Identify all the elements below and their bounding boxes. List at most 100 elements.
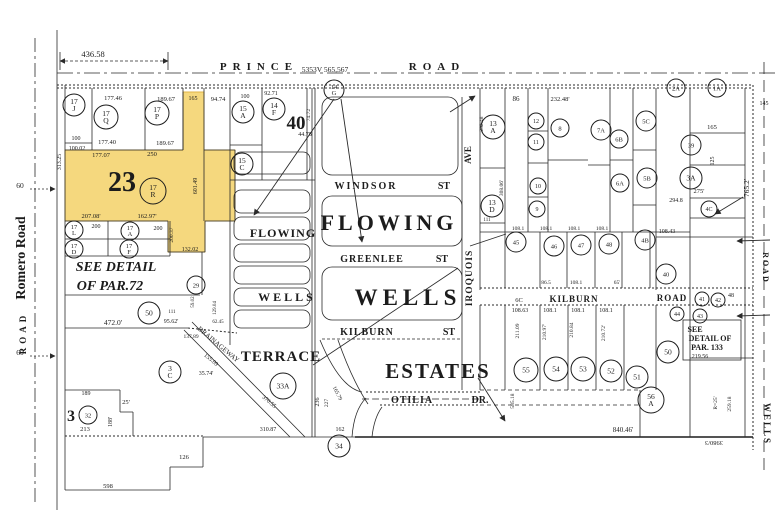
dimension: 111 <box>483 218 491 223</box>
dimension: 86 <box>513 95 521 103</box>
parcel-3-number: 3 <box>67 408 75 425</box>
parcel-circle-45[interactable]: 45 <box>505 231 527 253</box>
dimension: 189.67 <box>157 96 176 103</box>
svg-text:11: 11 <box>533 140 539 146</box>
svg-text:41: 41 <box>699 297 705 303</box>
parcel-circle-47[interactable]: 47 <box>570 234 592 256</box>
svg-text:4B: 4B <box>641 237 649 244</box>
lot-label: 48 <box>728 293 734 299</box>
dimension: 219.56 <box>692 354 709 360</box>
parcel-circle-43[interactable]: 43 <box>692 308 708 324</box>
svg-text:2A: 2A <box>672 85 680 92</box>
plat-reference: 5353V 565,567 <box>302 65 349 74</box>
parcel-circle-33a[interactable]: 33A <box>269 372 297 400</box>
street-greenlee: GREENLEE <box>340 254 404 265</box>
parcel-circle-42[interactable]: 42 <box>710 292 726 308</box>
dimension: 308.06' <box>499 180 505 196</box>
parcel-circle-50[interactable]: 50 <box>656 340 680 364</box>
parcel-circle-11[interactable]: 11 <box>527 133 545 151</box>
svg-text:55: 55 <box>522 366 530 375</box>
dimension: 74.72 <box>306 109 312 122</box>
parcel-circle-4b[interactable]: 4B <box>634 229 656 251</box>
svg-text:7A: 7A <box>597 127 605 134</box>
svg-text:17J: 17J <box>70 97 78 113</box>
dimension: 25' <box>122 399 130 406</box>
subdivision-wells-small: WELLS <box>258 290 316 304</box>
parcel-circle-5c[interactable]: 5C <box>635 110 657 132</box>
parcel-circle-4c[interactable]: 4C <box>700 200 718 218</box>
svg-text:14F: 14F <box>270 101 278 117</box>
parcel-circle-3a[interactable]: 3A <box>679 166 703 190</box>
parcel-circle-40[interactable]: 40 <box>655 263 677 285</box>
svg-text:46: 46 <box>551 243 558 250</box>
parcel-circle-10[interactable]: 10 <box>529 177 547 195</box>
parcel-circle-46[interactable]: 46 <box>543 235 565 257</box>
parcel-circle-44[interactable]: 44 <box>669 306 685 322</box>
parcel-circle-6b[interactable]: 6B <box>609 129 629 149</box>
svg-text:50: 50 <box>145 309 153 318</box>
svg-text:47: 47 <box>578 242 585 249</box>
parcel-circle-7a[interactable]: 7A <box>590 119 612 141</box>
dimension: 60 <box>16 348 24 357</box>
parcel-circle-50[interactable]: 50 <box>137 301 161 325</box>
svg-text:34: 34 <box>335 442 343 451</box>
dimension: 100 <box>72 136 81 142</box>
parcel-circle-32[interactable]: 32 <box>78 405 98 425</box>
dimension: 129.04 <box>213 301 218 315</box>
svg-text:53: 53 <box>579 365 587 374</box>
svg-text:17F: 17F <box>126 243 133 256</box>
parcel-circle-6a[interactable]: 6A <box>610 173 630 193</box>
dimension: 177.46 <box>104 95 123 102</box>
parcel-circle-39[interactable]: 39 <box>680 134 702 156</box>
dimension: 210.97' <box>542 324 548 340</box>
svg-text:13D: 13D <box>488 198 496 214</box>
parcel-circle-12[interactable]: 12 <box>527 112 545 130</box>
dimension: 125 <box>710 157 716 166</box>
parcel-circle-41[interactable]: 41 <box>694 291 710 307</box>
parcel-circle-53[interactable]: 53 <box>570 356 596 382</box>
parcel-circle-48[interactable]: 48 <box>598 233 620 255</box>
parcel-circle-54[interactable]: 54 <box>543 356 569 382</box>
dimension: 765.2' <box>742 178 751 197</box>
parcel-circle-5b[interactable]: 5B <box>636 167 658 189</box>
street-greenlee-st: ST <box>436 254 449 265</box>
parcel-circle-34[interactable]: 34 <box>327 434 351 458</box>
parcel-circle-52[interactable]: 52 <box>599 359 623 383</box>
subdivision-terrace: TERRACE <box>241 349 321 365</box>
parcel-circle-1a[interactable]: 1A <box>707 78 727 98</box>
dimension: 189 <box>82 391 91 397</box>
dimension: 310.87 <box>260 427 277 433</box>
parcel-circle-29[interactable]: 29 <box>186 275 206 295</box>
parcel-circle-2a[interactable]: 2A <box>666 78 686 98</box>
parcel-circle-51[interactable]: 51 <box>625 365 649 389</box>
svg-text:14G: 14G <box>331 84 338 97</box>
parcel-circle-55[interactable]: 55 <box>513 357 539 383</box>
dimension: 92.71 <box>264 91 278 97</box>
dimension: 436.58 <box>81 49 104 59</box>
svg-text:3C: 3C <box>167 364 172 380</box>
street-prince: PRINCE <box>220 61 298 73</box>
parcel-circle-9[interactable]: 9 <box>528 200 546 218</box>
parcel-circle-8[interactable]: 8 <box>550 118 570 138</box>
note-see-detail-133c: PAR. 133 <box>691 343 723 352</box>
street-prince-road: ROAD <box>409 61 465 73</box>
dimension: 59.02 <box>191 296 196 308</box>
dimension: 177.40 <box>98 139 116 146</box>
svg-text:3A: 3A <box>686 174 696 183</box>
street-iroquois-ave: AVE <box>463 146 473 164</box>
